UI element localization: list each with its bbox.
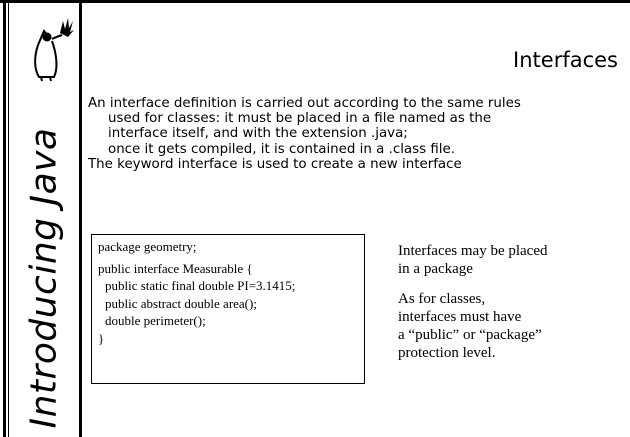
code-line: public static final double PI=3.1415;	[105, 278, 296, 293]
slide-paragraph: An interface definition is carried out a…	[88, 96, 628, 172]
frame-left-border	[3, 0, 6, 437]
code-example-box: package geometry; public interface Measu…	[91, 234, 365, 384]
code-line: public abstract double area();	[105, 295, 257, 311]
note-line: protection level.	[398, 345, 496, 361]
paragraph-line: interface itself, and with the extension…	[108, 126, 408, 142]
sidebar-divider	[79, 0, 82, 437]
code-line: double perimeter();	[105, 313, 206, 328]
java-duke-mascot-icon	[34, 18, 74, 82]
frame-left-inner-border	[8, 0, 9, 437]
note-line: Interfaces may be placed	[398, 243, 548, 259]
side-notes: Interfaces may be placed in a package As…	[398, 242, 618, 374]
vertical-sidebar-title: Introducing Java	[23, 127, 65, 429]
code-line: public interface Measurable {	[98, 260, 253, 276]
paragraph-line: An interface definition is carried out a…	[88, 96, 521, 111]
paragraph-line: once it gets compiled, it is contained i…	[108, 141, 455, 157]
note-line: a “public” or “package”	[398, 327, 542, 343]
slide-title: Interfaces	[513, 48, 618, 72]
note-package: Interfaces may be placed in a package	[398, 242, 618, 278]
code-line: package geometry;	[98, 239, 197, 254]
paragraph-line: The keyword interface is used to create …	[88, 156, 462, 172]
frame-top-border	[0, 0, 630, 3]
note-line: in a package	[398, 261, 473, 277]
note-line: As for classes,	[398, 291, 486, 307]
note-protection: As for classes, interfaces must have a “…	[398, 290, 618, 362]
note-line: interfaces must have	[398, 309, 522, 325]
paragraph-line: used for classes: it must be placed in a…	[108, 111, 492, 127]
code-line: }	[98, 330, 105, 346]
